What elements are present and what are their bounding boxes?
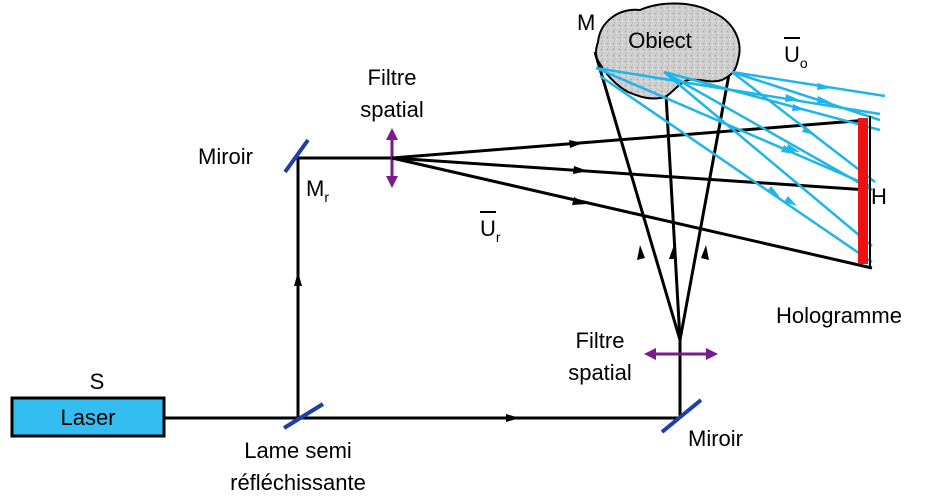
beam-splitter-label-line2: réfléchissante: [230, 470, 366, 495]
spatial-filter-top-label-line1: Filtre: [368, 65, 417, 90]
bottom-mirror: [660, 398, 703, 434]
object-wave-label: Uo: [784, 42, 808, 71]
beam-splitter: [282, 402, 325, 430]
hologram-label: Hologramme: [776, 303, 902, 328]
laser-beam-paths: [164, 156, 682, 420]
hologram-point-label: H: [871, 184, 887, 209]
laser-label: Laser: [60, 405, 115, 430]
object-wave-rays: [595, 66, 886, 264]
spatial-filter-top-label-line2: spatial: [360, 97, 424, 122]
laser-box: [10, 396, 166, 438]
reference-mirror-name: Mr: [306, 176, 329, 205]
source-label: S: [90, 369, 105, 394]
reference-ray-arrow-1: [569, 140, 583, 148]
reference-ray-arrow-3: [572, 197, 587, 205]
reference-mirror: [283, 138, 310, 174]
hologram-plate: [858, 118, 868, 264]
illum-arrow-1: [637, 245, 645, 260]
spatial-filter-bottom: [644, 348, 718, 360]
reference-mirror-label: Miroir: [198, 144, 253, 169]
beam-arrow-horizontal: [506, 414, 520, 422]
illum-arrow-3: [701, 245, 709, 260]
reference-wave-label: Ur: [480, 216, 501, 245]
object-label: Obiect: [628, 28, 692, 53]
spatial-filter-bottom-label-line2: spatial: [568, 360, 632, 385]
beam-arrow-vertical: [294, 272, 302, 286]
reference-beam-rays: [391, 118, 873, 270]
object-wave-arrows: [767, 83, 832, 206]
reference-ray-arrow-2: [573, 166, 588, 174]
bottom-mirror-label: Miroir: [688, 426, 743, 451]
spatial-filter-bottom-label-line1: Filtre: [576, 328, 625, 353]
illum-arrow-2: [669, 245, 677, 259]
object-point-label: M: [577, 10, 595, 35]
beam-splitter-label-line1: Lame semi: [244, 438, 352, 463]
